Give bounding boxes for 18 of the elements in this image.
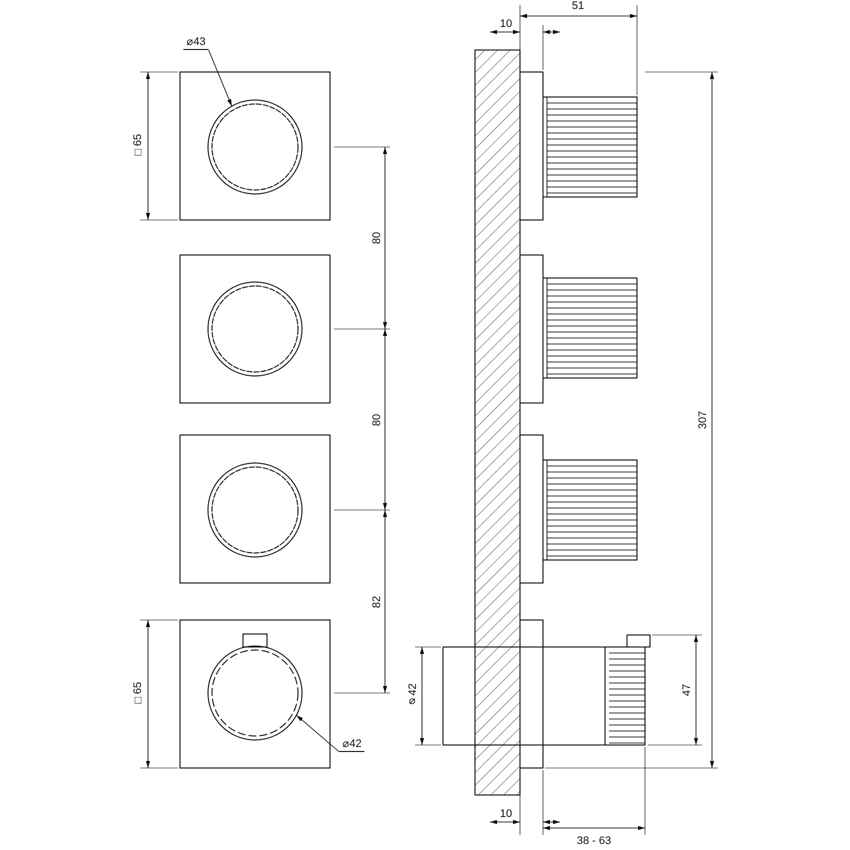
dimension-value: 51	[572, 0, 584, 12]
leader-line	[296, 714, 340, 752]
knob-ring	[208, 646, 302, 740]
dimension-value: 80	[371, 232, 383, 244]
dimension-value: 82	[371, 596, 383, 608]
dimension-value: 10	[500, 808, 512, 820]
dimension-value: 80	[371, 414, 383, 426]
knob-ring	[208, 100, 302, 194]
leader-line	[208, 50, 232, 107]
dimension-value: □65	[132, 682, 144, 706]
dimension-value: 10	[500, 18, 512, 30]
dimension-value: 47	[681, 684, 693, 696]
diameter-callout: ⌀42	[339, 738, 365, 752]
dimension-value: ⌀42	[407, 683, 419, 709]
dimension-value: 307	[697, 410, 709, 430]
dimension-value: 38 - 63	[576, 835, 612, 847]
dimension-value: □65	[132, 134, 144, 158]
diameter-callout: ⌀43	[183, 36, 209, 50]
